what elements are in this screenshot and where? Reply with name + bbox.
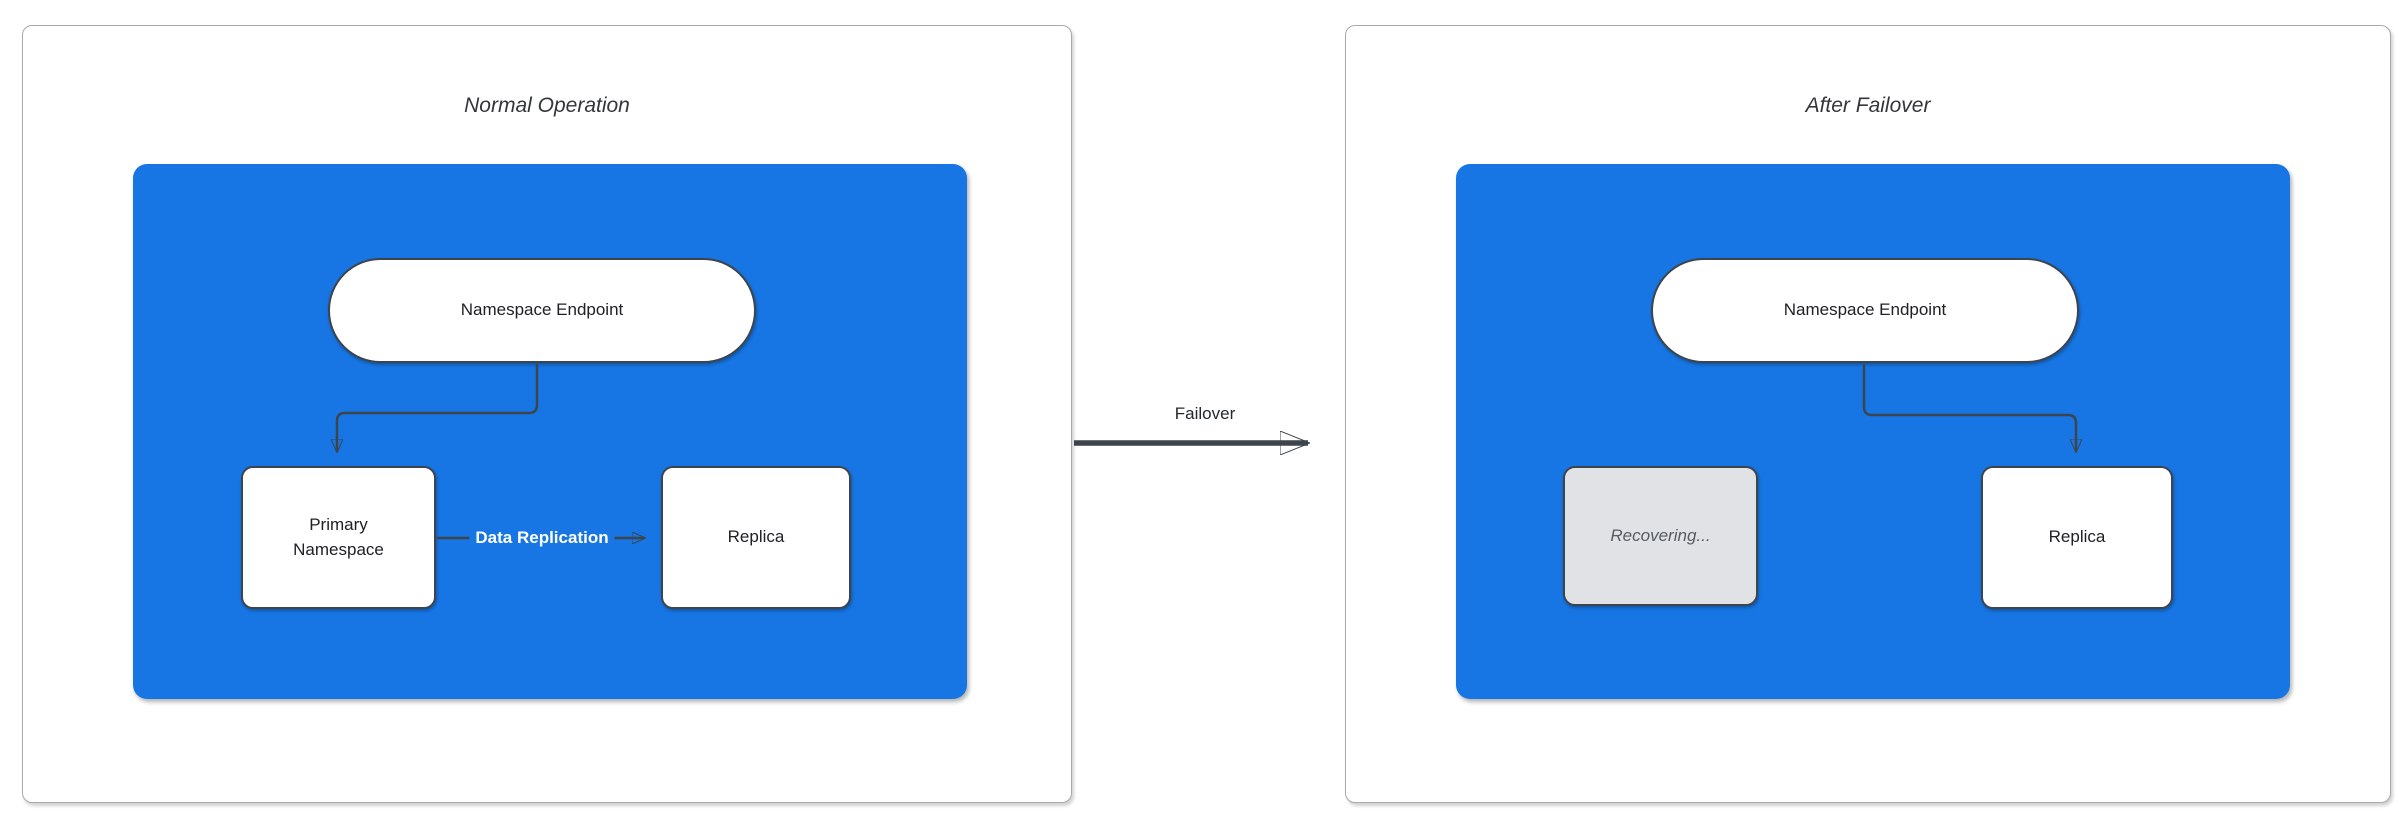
- failover-label: Failover: [1170, 404, 1240, 424]
- namespace-endpoint-label-after: Namespace Endpoint: [1783, 300, 1947, 320]
- primary-namespace-label: Primary Namespace: [293, 514, 384, 559]
- namespace-endpoint-node-after: Namespace Endpoint: [1651, 258, 2079, 363]
- recovering-node: Recovering...: [1563, 466, 1758, 606]
- after-failover-panel: After Failover Namespace Endpoint Recove…: [1345, 25, 2391, 803]
- namespace-endpoint-node: Namespace Endpoint: [328, 258, 756, 363]
- data-replication-label: Data Replication: [469, 527, 615, 549]
- namespace-cluster-box-normal: Namespace Endpoint Primary Namespace Rep…: [133, 164, 967, 699]
- namespace-cluster-box-after: Namespace Endpoint Recovering... Replica: [1456, 164, 2290, 699]
- replica-node-after: Replica: [1981, 466, 2173, 609]
- normal-operation-panel: Normal Operation Namespace Endpoint Prim…: [22, 25, 1072, 803]
- namespace-endpoint-label: Namespace Endpoint: [460, 300, 624, 320]
- panel-title-after-failover: After Failover: [1805, 94, 1931, 117]
- primary-namespace-node: Primary Namespace: [241, 466, 436, 609]
- replica-label: Replica: [727, 527, 785, 547]
- recovering-label: Recovering...: [1610, 525, 1711, 545]
- replica-node-normal: Replica: [661, 466, 851, 609]
- panel-title-normal-operation: Normal Operation: [464, 94, 630, 117]
- replica-label-after: Replica: [2048, 527, 2106, 547]
